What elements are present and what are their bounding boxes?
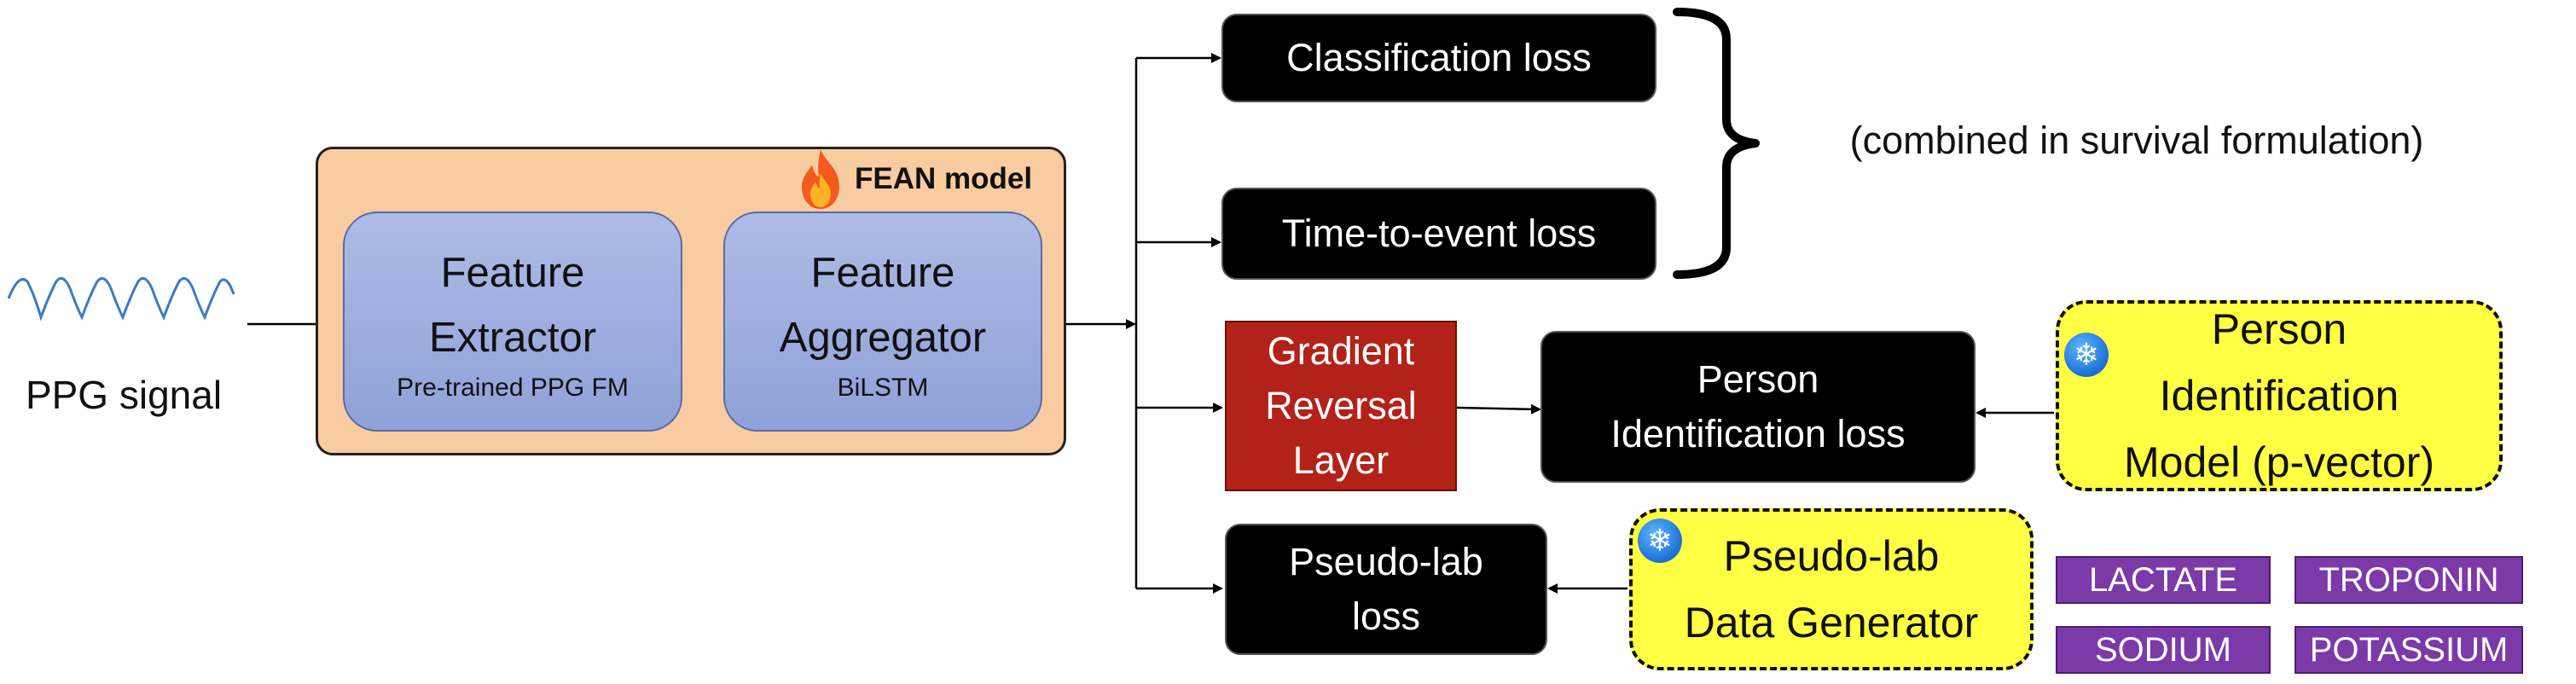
fire-icon [802,149,839,209]
feature-extractor-subtitle: Pre-trained PPG FM [397,374,629,402]
ppg-signal-label: PPG signal [25,373,223,417]
classification-loss-box: Classification loss [1221,14,1656,102]
feature-extractor-module: Feature Extractor Pre-trained PPG FM [343,212,682,432]
person-identification-model-text: Person Identification Model (p-vector) [2124,305,2434,486]
curly-brace [1673,8,1760,279]
fean-model-label: FEAN model [793,143,1066,215]
arrow-reversal-to-person-loss [1456,403,1541,414]
feature-aggregator-subtitle: BiLSTM [837,374,929,402]
snowflake-icon: ❄ [1638,519,1682,563]
gradient-reversal-layer: Gradient Reversal Layer [1225,321,1457,491]
ppg-waveform [7,276,235,322]
feature-extractor-title: Feature Extractor [428,250,597,361]
snowflake-icon: ❄ [2064,333,2109,377]
pseudo-lab-data-generator-box: Pseudo-lab Data Generator [1629,508,2034,670]
person-identification-loss-box: Person Identification loss [1540,331,1976,483]
time-to-event-loss-box: Time-to-event loss [1221,188,1656,280]
pseudo-lab-data-generator-text: Pseudo-lab Data Generator [1684,532,1979,646]
lab-tag-troponin: TROPONIN [2295,556,2523,604]
lab-tag-potassium: POTASSIUM [2295,626,2523,674]
feature-aggregator-module: Feature Aggregator BiLSTM [723,212,1042,432]
combined-survival-note: (combined in survival formulation) [1849,119,2424,162]
pseudo-lab-loss-box: Pseudo-lab loss [1225,524,1547,655]
person-identification-model-box: Person Identification Model (p-vector) [2056,300,2503,491]
lab-tag-sodium: SODIUM [2056,626,2271,674]
lab-tag-lactate: LACTATE [2056,556,2271,604]
fean-model-text: FEAN model [855,162,1033,195]
feature-aggregator-title: Feature Aggregator [779,250,987,361]
